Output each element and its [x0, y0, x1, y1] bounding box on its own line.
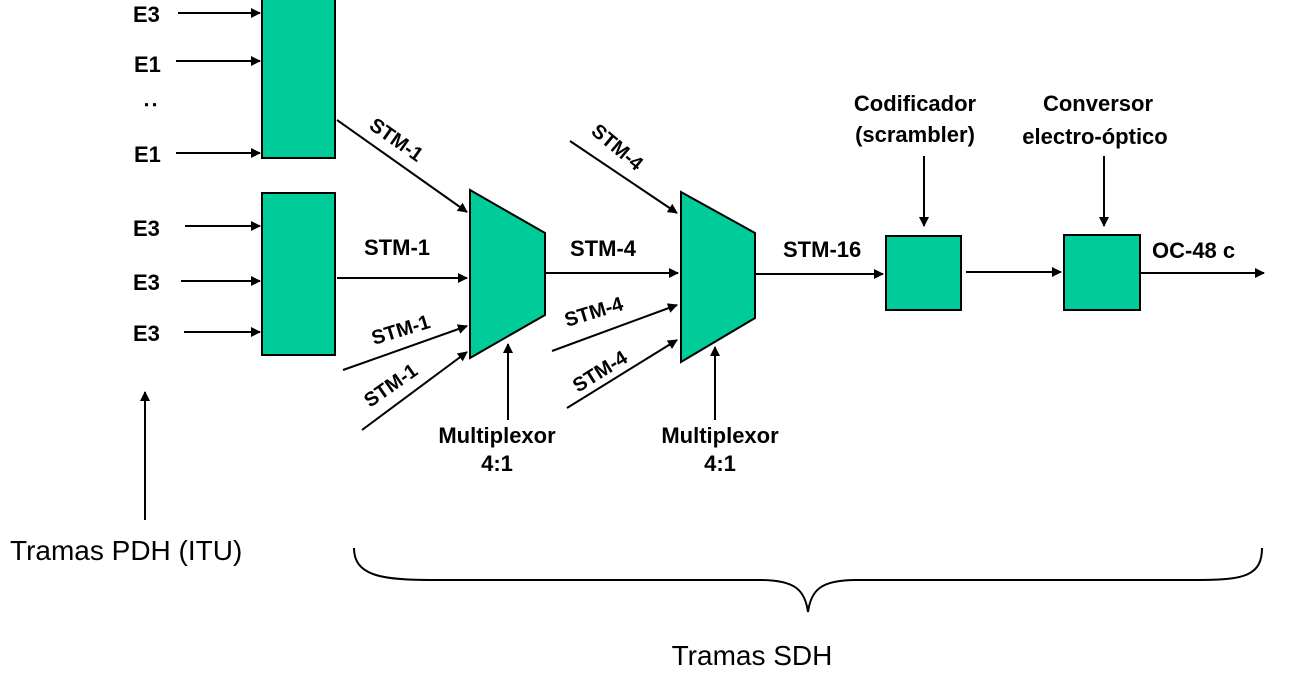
converter-block	[1063, 234, 1141, 311]
stm1-input-arrow	[361, 351, 468, 431]
input-label: E3	[133, 270, 160, 295]
mux1-ratio: 4:1	[481, 451, 513, 476]
input-label: E1	[134, 52, 161, 77]
converter-sublabel: electro-óptico	[1022, 124, 1167, 149]
sdh-brace	[353, 547, 1263, 613]
mux2-ratio: 4:1	[704, 451, 736, 476]
multiplexer-1	[469, 188, 546, 360]
pdh-block-bottom	[261, 192, 336, 356]
scrambler-block	[885, 235, 962, 311]
stm4-mid-label: STM-4	[570, 236, 637, 261]
sdh-label: Tramas SDH	[672, 640, 833, 671]
input-label: E3	[133, 216, 160, 241]
input-label: E3	[133, 321, 160, 346]
stm16-label: STM-16	[783, 237, 861, 262]
stm4-low1-label: STM-4	[562, 293, 627, 332]
stm1-low2-label: STM-1	[360, 360, 422, 412]
pdh-block-top	[261, 0, 336, 159]
stm4-input-arrow	[569, 140, 678, 214]
converter-label: Conversor	[1043, 91, 1153, 116]
mux2-label: Multiplexor	[661, 423, 779, 448]
input-label: E1	[134, 142, 161, 167]
stm1-low1-label: STM-1	[369, 311, 433, 350]
input-label: E3	[133, 2, 160, 27]
input-ellipsis: :	[140, 101, 165, 108]
mux1-label: Multiplexor	[438, 423, 556, 448]
stm4-input-arrow	[551, 303, 678, 352]
stm1-input-arrow	[336, 119, 468, 213]
oc48-label: OC-48 c	[1152, 238, 1235, 263]
stm1-mid-label: STM-1	[364, 235, 430, 260]
stm1-input-arrow	[342, 324, 468, 371]
stm4-low2-label: STM-4	[569, 346, 632, 397]
pdh-label: Tramas PDH (ITU)	[10, 535, 242, 566]
stm4-top-label: STM-4	[587, 120, 648, 176]
scrambler-sublabel: (scrambler)	[855, 122, 975, 147]
multiplexer-2	[680, 190, 756, 364]
scrambler-label: Codificador	[854, 91, 977, 116]
stm1-top-label: STM-1	[365, 114, 427, 166]
stm4-input-arrow	[566, 339, 678, 409]
